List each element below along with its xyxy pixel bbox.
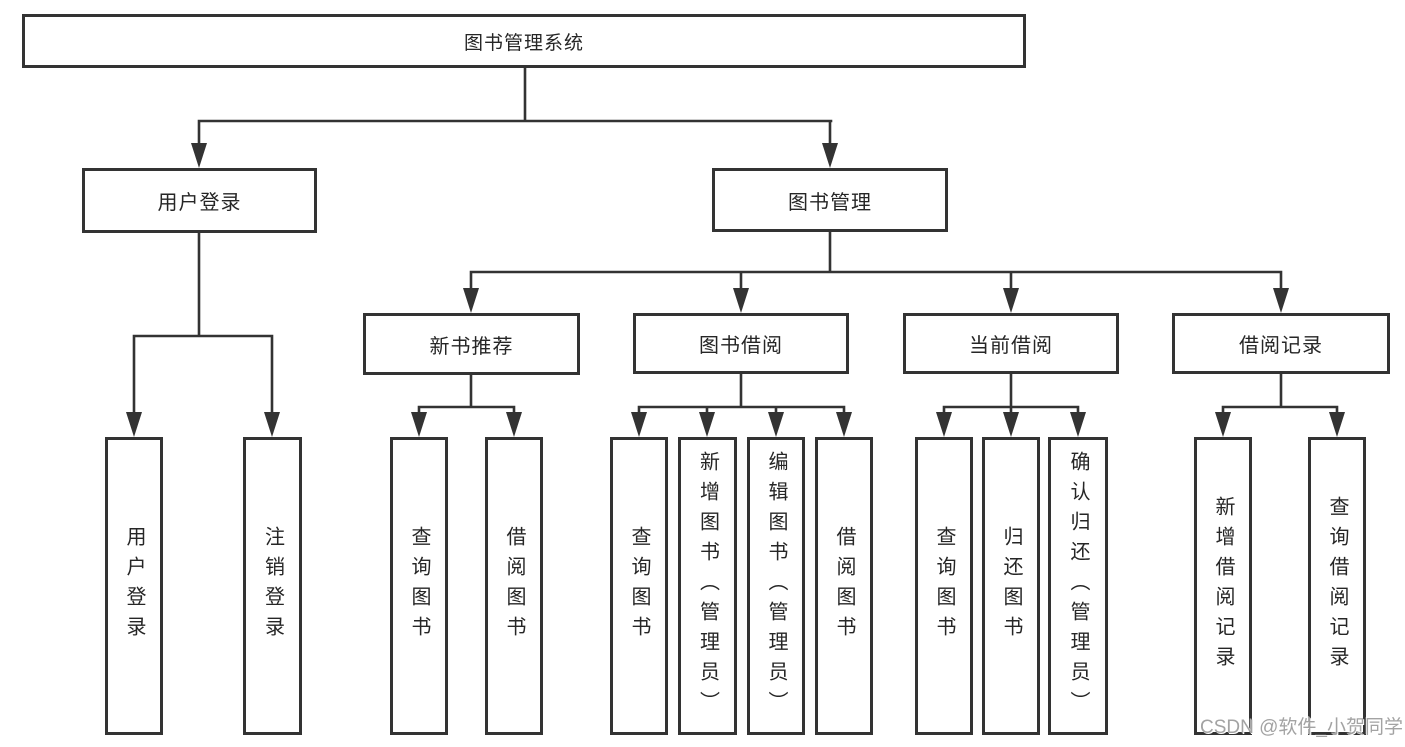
node-library-system: 图书管理系统	[22, 14, 1026, 68]
leaf-query-books-recommend: 查询图书	[390, 437, 448, 735]
leaf-label: 查询图书	[408, 526, 430, 646]
node-current-borrowing: 当前借阅	[903, 313, 1119, 374]
leaf-label: 借阅图书	[503, 526, 525, 646]
leaf-label: 归还图书	[1000, 526, 1022, 646]
leaf-query-borrow-record: 查询借阅记录	[1308, 437, 1366, 735]
leaf-query-books-current: 查询图书	[915, 437, 973, 735]
leaf-query-books-borrowing: 查询图书	[610, 437, 668, 735]
leaf-borrow-books-recommend: 借阅图书	[485, 437, 543, 735]
node-label: 当前借阅	[969, 335, 1053, 357]
node-new-book-recommendation: 新书推荐	[363, 313, 580, 375]
leaf-label: 注销登录	[261, 526, 284, 646]
node-user-login: 用户登录	[82, 168, 317, 233]
node-label: 图书管理	[788, 191, 872, 214]
leaf-label: 新增图书（管理员）	[696, 451, 719, 721]
node-label: 图书管理系统	[463, 32, 584, 54]
leaf-label: 借阅图书	[833, 526, 855, 646]
node-label: 用户登录	[157, 192, 242, 214]
leaf-user-login: 用户登录	[105, 437, 163, 735]
node-borrowing-records: 借阅记录	[1172, 313, 1390, 374]
leaf-label: 查询图书	[933, 526, 955, 646]
leaf-add-borrow-record: 新增借阅记录	[1194, 437, 1252, 735]
leaf-label: 用户登录	[123, 526, 145, 646]
leaf-logout: 注销登录	[243, 437, 302, 735]
leaf-confirm-return-admin: 确认归还（管理员）	[1048, 437, 1108, 735]
leaf-label: 新增借阅记录	[1212, 496, 1234, 676]
leaf-add-books-admin: 新增图书（管理员）	[678, 437, 737, 735]
node-label: 新书推荐	[429, 335, 514, 358]
watermark: CSDN @软件_小贺同学	[1200, 717, 1403, 738]
node-book-borrowing: 图书借阅	[633, 313, 849, 374]
node-label: 图书借阅	[699, 335, 783, 357]
leaf-borrow-books-borrowing: 借阅图书	[815, 437, 873, 735]
leaf-label: 查询图书	[628, 526, 650, 646]
leaf-label: 编辑图书（管理员）	[765, 451, 787, 721]
leaf-return-books: 归还图书	[982, 437, 1040, 735]
node-label: 借阅记录	[1239, 335, 1323, 357]
leaf-label: 查询借阅记录	[1326, 496, 1348, 676]
leaf-label: 确认归还（管理员）	[1067, 451, 1089, 721]
node-book-management: 图书管理	[712, 168, 948, 232]
leaf-edit-books-admin: 编辑图书（管理员）	[747, 437, 805, 735]
